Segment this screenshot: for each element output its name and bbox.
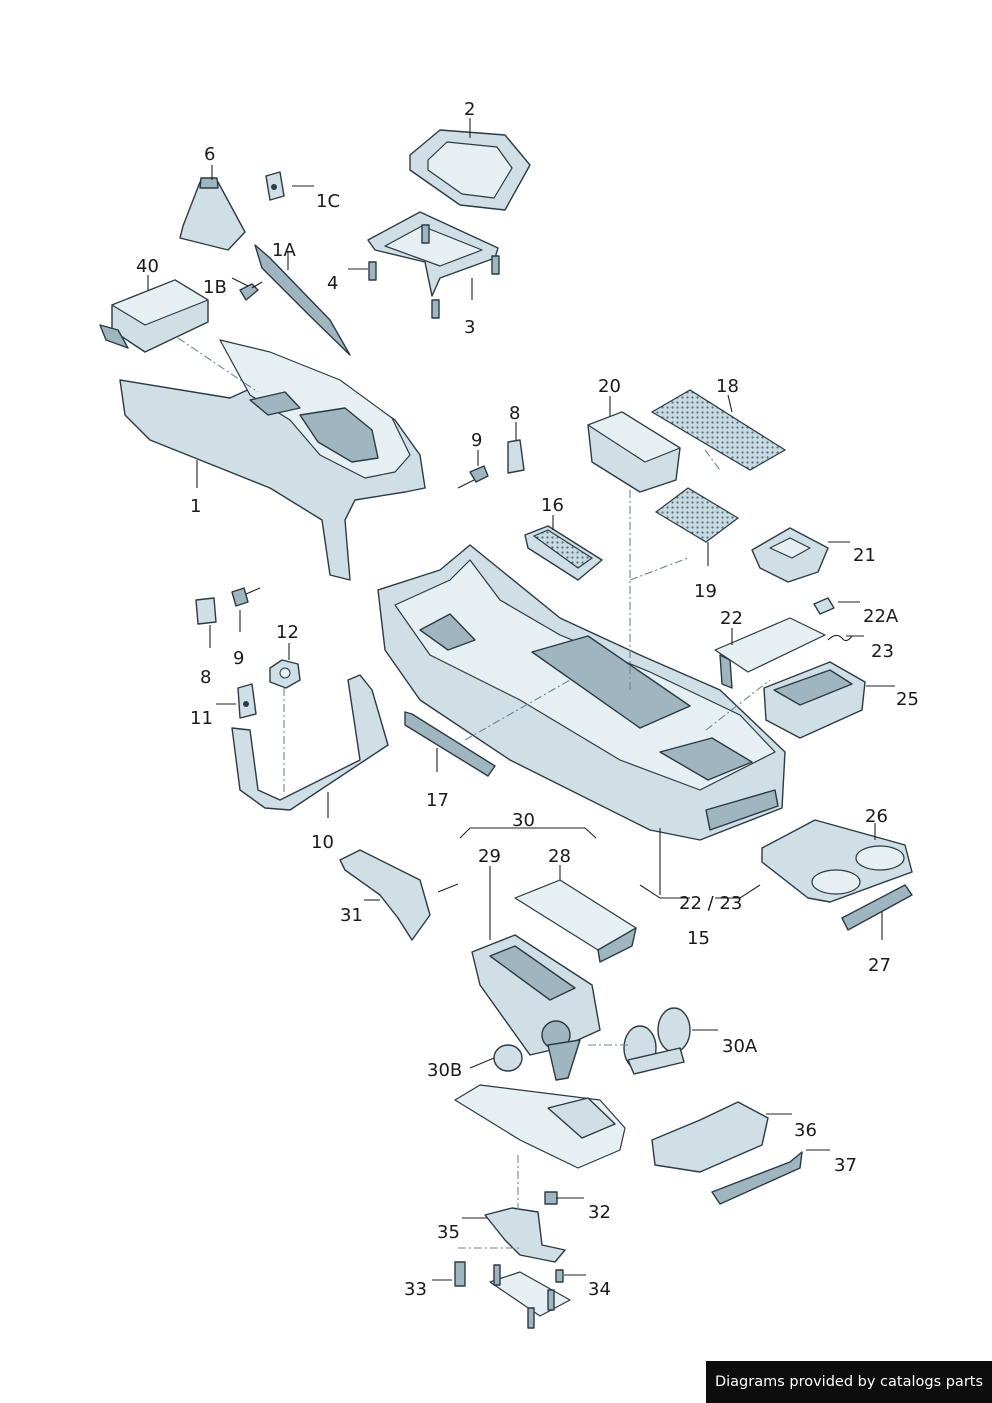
part-22-lid — [714, 617, 826, 689]
part-10-bracket — [231, 674, 389, 811]
label-26: 26 — [865, 806, 888, 827]
part-11-clip — [237, 683, 257, 719]
part-17-strip — [404, 711, 496, 777]
label-40: 40 — [136, 256, 159, 277]
part-22A-clip — [813, 597, 835, 615]
part-1-front-console — [119, 339, 426, 581]
label-30A: 30A — [722, 1036, 758, 1057]
label-15: 15 — [687, 928, 710, 949]
part-1A-trim-strip — [254, 244, 351, 356]
part-9-screw-lower — [231, 587, 261, 607]
part-1C-clip — [265, 171, 285, 201]
floor-plate — [489, 1264, 571, 1329]
label-30: 30 — [512, 810, 535, 831]
label-10: 10 — [311, 832, 334, 853]
part-30A-unit — [623, 1007, 691, 1075]
part-30B-cap — [493, 1044, 523, 1072]
part-15-main-console — [377, 544, 786, 841]
label-11: 11 — [190, 708, 213, 729]
label-6: 6 — [204, 144, 215, 165]
label-27: 27 — [868, 955, 891, 976]
label-1: 1 — [190, 496, 201, 517]
label-1A: 1A — [272, 240, 296, 261]
label-25: 25 — [896, 689, 919, 710]
label-22: 22 — [720, 608, 743, 629]
label-32: 32 — [588, 1202, 611, 1223]
footer-credit: Diagrams provided by catalogs parts — [706, 1361, 992, 1403]
part-28-lid — [514, 879, 637, 963]
label-19: 19 — [694, 581, 717, 602]
callout-labels: 1 1A 1B 1C 2 3 4 6 40 8 9 8 9 10 11 12 1… — [136, 99, 919, 1300]
label-20: 20 — [598, 376, 621, 397]
label-33: 33 — [404, 1279, 427, 1300]
part-35-bracket — [484, 1191, 566, 1263]
label-1B: 1B — [203, 277, 227, 298]
label-35: 35 — [437, 1222, 460, 1243]
label-23: 23 — [871, 641, 894, 662]
label-8-upper: 8 — [509, 403, 520, 424]
part-31-bracket — [339, 849, 459, 941]
label-28: 28 — [548, 846, 571, 867]
label-9-lower: 9 — [233, 648, 244, 669]
part-23-spring — [827, 634, 853, 642]
part-6-gear-boot — [179, 177, 246, 251]
label-1C: 1C — [316, 191, 340, 212]
part-29-armrest — [471, 934, 601, 1081]
part-8-plug-upper — [507, 439, 525, 474]
part-9-screw-upper — [457, 465, 489, 489]
floor-panel — [454, 1084, 626, 1169]
part-26-cup-holder — [761, 819, 913, 903]
label-31: 31 — [340, 905, 363, 926]
leader-lines — [147, 118, 895, 1281]
part-25-tray — [763, 661, 866, 739]
part-36-module — [651, 1101, 769, 1173]
part-34-bolt — [555, 1269, 564, 1283]
part-16-tray — [524, 525, 603, 581]
label-18: 18 — [716, 376, 739, 397]
label-4: 4 — [327, 273, 338, 294]
part-2-trim-frame — [409, 129, 531, 211]
part-19-mat — [654, 487, 740, 543]
part-8-plug-lower — [195, 597, 217, 625]
part-21-switch — [751, 527, 829, 583]
part-33-bolt — [454, 1261, 466, 1287]
part-3-bracket — [367, 211, 500, 319]
label-22A: 22A — [863, 606, 899, 627]
part-1B-screw — [239, 281, 263, 301]
label-29: 29 — [478, 846, 501, 867]
part-37-bracket — [711, 1151, 803, 1205]
label-16: 16 — [541, 495, 564, 516]
label-2: 2 — [464, 99, 475, 120]
part-27-strip — [841, 884, 913, 931]
label-34: 34 — [588, 1279, 611, 1300]
label-22-23: 22 / 23 — [679, 893, 742, 914]
part-12-nut — [269, 659, 301, 689]
label-30B: 30B — [427, 1060, 462, 1081]
label-37: 37 — [834, 1155, 857, 1176]
label-17: 17 — [426, 790, 449, 811]
part-20-box — [587, 411, 681, 493]
assembly-lines — [177, 337, 771, 1249]
part-40-tray — [99, 279, 209, 353]
label-12: 12 — [276, 622, 299, 643]
label-9-upper: 9 — [471, 430, 482, 451]
label-36: 36 — [794, 1120, 817, 1141]
part-18-mat — [650, 389, 787, 471]
label-21: 21 — [853, 545, 876, 566]
label-8-lower: 8 — [200, 667, 211, 688]
label-3: 3 — [464, 317, 475, 338]
